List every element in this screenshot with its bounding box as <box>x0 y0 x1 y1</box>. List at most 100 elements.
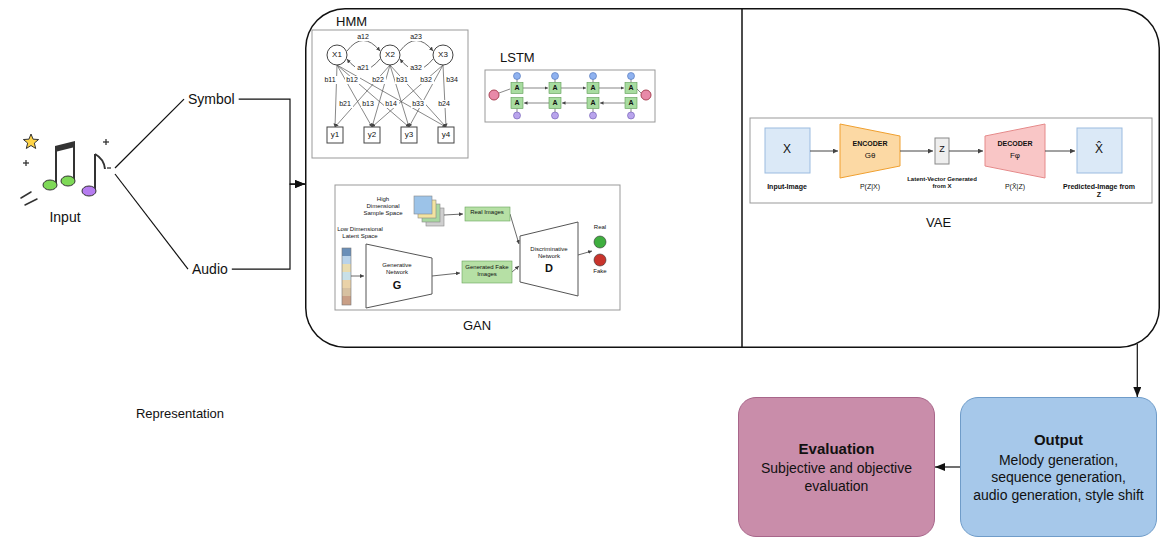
gan-figure <box>335 185 620 310</box>
figure-text: P(X̂|Z) <box>995 183 1035 191</box>
figure-text: DECODER <box>990 140 1040 148</box>
figure-text: y1 <box>328 130 342 139</box>
model-frame: HMM LSTM GAN VAE <box>305 8 1160 348</box>
figure-text: Low Dimensional Latent Space <box>337 226 383 240</box>
figure-text: Z <box>936 144 948 154</box>
figure-text: A <box>588 84 598 92</box>
emission-line <box>390 65 446 127</box>
figure-text: P(Z|X) <box>850 183 890 191</box>
gan-figure <box>351 276 364 277</box>
figure-text: Predicted-Image from Z <box>1062 183 1136 199</box>
vae-panel: VAE <box>750 118 1152 236</box>
vae-figure <box>750 118 1152 203</box>
box-heading: Evaluation <box>799 439 875 459</box>
emission-line <box>443 65 446 127</box>
emission-line <box>335 65 446 127</box>
vae-figure <box>810 151 838 152</box>
lstm-cell <box>499 89 510 93</box>
lstm-cell <box>552 112 559 119</box>
lstm-panel: LSTM <box>482 44 658 126</box>
music-note-icon <box>55 141 75 152</box>
lstm-cell <box>637 89 641 93</box>
gan-figure <box>335 185 620 310</box>
emission-line <box>390 65 409 127</box>
lstm-cell <box>511 98 523 109</box>
lstm-cell <box>514 73 521 80</box>
figure-text: X <box>779 143 795 157</box>
gan-figure <box>342 272 351 280</box>
music-note-icon <box>61 176 75 186</box>
hmm-figure <box>364 127 380 143</box>
music-note-icon <box>105 139 106 145</box>
vae-figure <box>840 124 900 178</box>
node-label: Input <box>15 208 115 226</box>
figure-text: b21 <box>338 100 353 108</box>
figure-text: b13 <box>361 100 376 108</box>
audio-node: Audio <box>192 260 228 278</box>
panel-heading: HMM <box>336 14 367 30</box>
hmm-figure <box>433 45 453 65</box>
figure-text: b24 <box>437 100 452 108</box>
vae-figure <box>935 138 949 164</box>
emission-line <box>409 65 443 127</box>
emission-line <box>372 65 443 127</box>
figure-text: X1 <box>329 50 345 59</box>
vae-figure <box>949 151 983 152</box>
lstm-cell <box>552 73 559 80</box>
lstm-cell <box>549 98 561 109</box>
vae-figure <box>765 128 810 173</box>
lstm-cell <box>587 83 599 94</box>
emission-line <box>335 65 390 127</box>
lstm-cell <box>599 88 624 89</box>
hmm-figure <box>401 127 417 143</box>
figure-text: a23 <box>408 33 424 41</box>
hmm-figure <box>327 45 347 65</box>
lstm-cell <box>631 109 632 113</box>
lstm-cell <box>561 88 586 89</box>
figure-text: Generated Fake Images <box>463 264 511 278</box>
music-note-icon <box>82 186 96 196</box>
figure-text: X2 <box>382 50 398 59</box>
figure-text: Real <box>590 224 610 231</box>
hmm-figure <box>312 30 468 158</box>
music-note-icon <box>25 199 37 205</box>
figure-text: A <box>626 99 636 107</box>
figure-text: Input-Image <box>757 183 817 191</box>
emission-line <box>337 65 372 127</box>
music-note-icon <box>15 128 115 208</box>
hmm-figure <box>380 45 400 65</box>
panel-divider <box>741 8 743 348</box>
vae-figure <box>900 151 933 152</box>
panel-heading: GAN <box>463 318 491 334</box>
lstm-cell <box>524 103 549 104</box>
panel-heading: LSTM <box>500 50 535 66</box>
music-note-icon <box>95 154 105 169</box>
gan-figure <box>578 251 592 255</box>
figure-text: X̂ <box>1091 143 1107 157</box>
vae-figure <box>985 124 1045 178</box>
figure-text: b31 <box>395 76 410 84</box>
figure-text: a21 <box>355 64 371 72</box>
evaluation-box: EvaluationSubjective and objective evalu… <box>738 397 935 537</box>
hmm-figure <box>347 41 380 52</box>
connector-arrow <box>935 466 960 467</box>
hmm-figure <box>438 127 454 143</box>
music-note-icon <box>25 160 26 166</box>
lstm-cell <box>590 112 597 119</box>
connector-arrow <box>115 99 184 168</box>
box-body: Melody generation, sequence generation, … <box>973 452 1144 505</box>
lstm-cell <box>625 98 637 109</box>
gan-figure <box>414 196 432 214</box>
connector-arrow <box>1137 344 1138 397</box>
figure-text: Generative Network <box>372 262 422 276</box>
music-note-icon <box>55 148 57 184</box>
gan-figure <box>342 288 351 296</box>
lstm-cell <box>514 112 521 119</box>
lstm-cell <box>625 83 637 94</box>
lstm-cell <box>628 112 635 119</box>
hmm-figure <box>327 127 343 143</box>
figure-text: Discriminative Network <box>524 246 574 260</box>
figure-text: Fφ <box>1005 151 1025 160</box>
gan-figure <box>594 254 606 266</box>
music-note-icon <box>107 167 111 168</box>
